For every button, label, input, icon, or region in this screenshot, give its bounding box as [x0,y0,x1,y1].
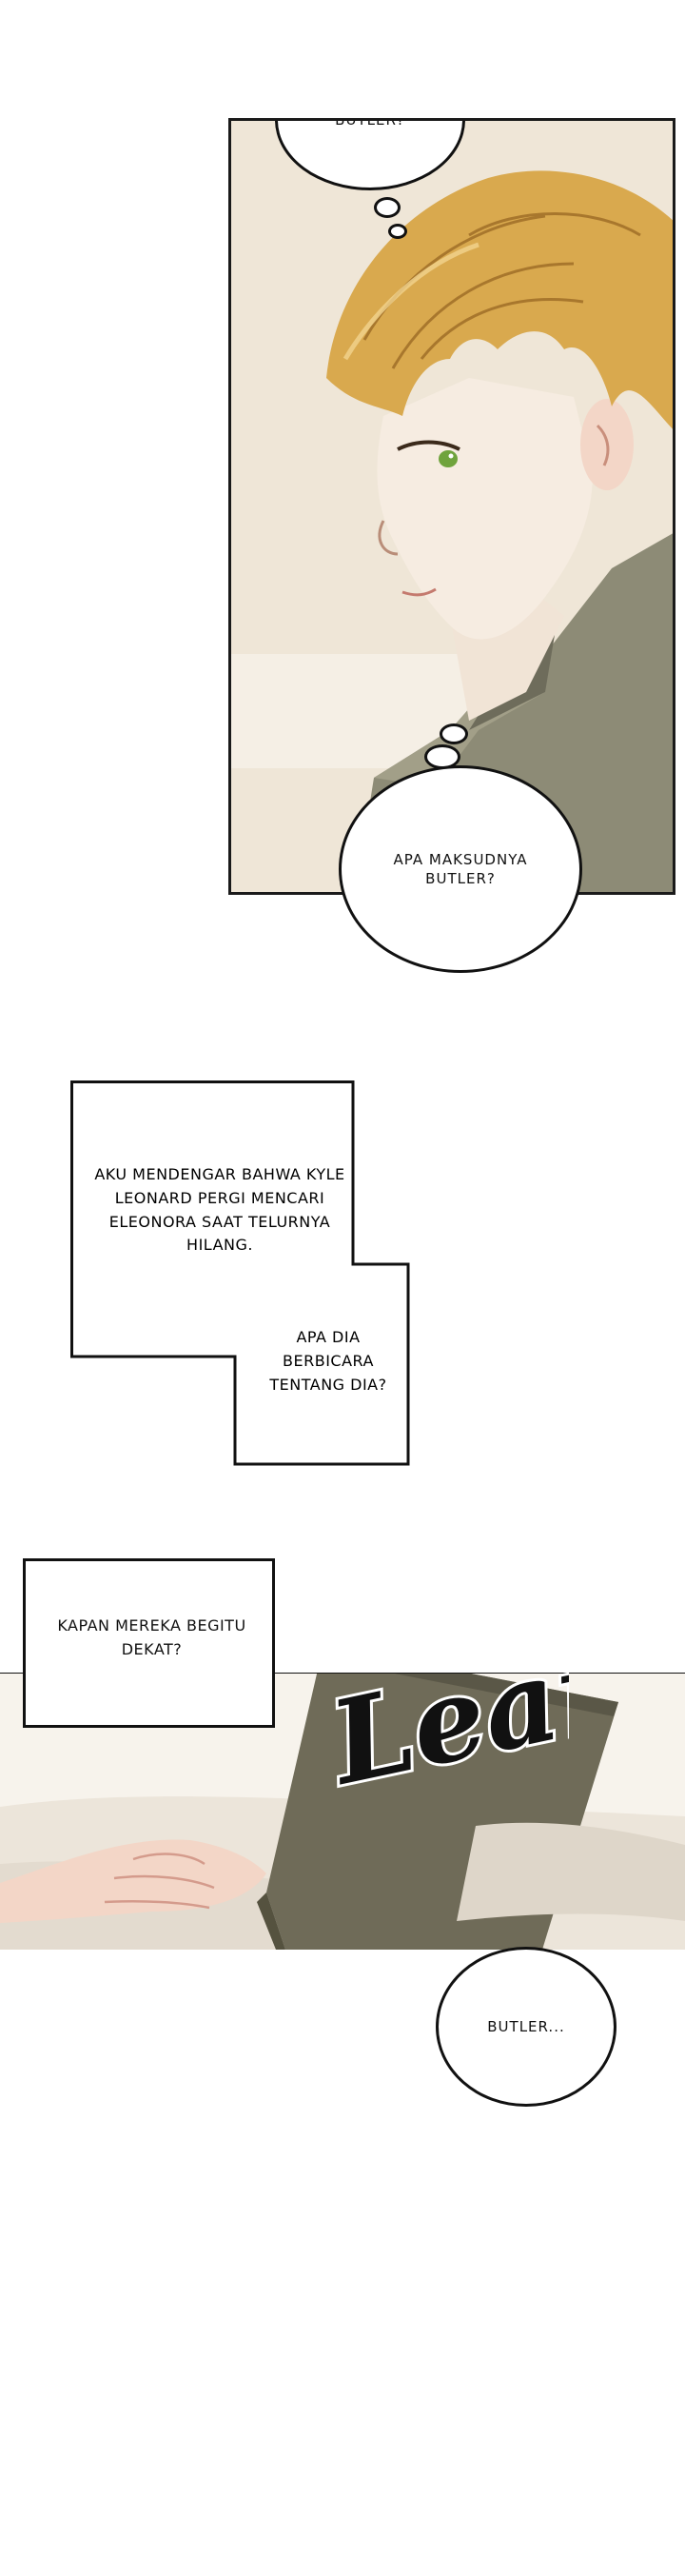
thought-dot-large [374,197,401,218]
narration-text-2: APA DIA BERBICARA TENTANG DIA? [269,1328,387,1394]
bubble-tail-dot-1 [440,723,468,744]
sfx-lean: Lean... [322,1618,569,1814]
sfx-lean-text: Lean... [322,1618,569,1812]
thought-bubble-text: BUTLER? [335,118,405,129]
speech-bubble-1-text: APA MAKSUDNYA BUTLER? [393,850,528,887]
narration-box-group [70,1080,410,1466]
panel-book-hand [0,1674,685,1950]
speech-bubble-2-text: BUTLER... [487,2017,565,2035]
narration-text-3: KAPAN MEREKA BEGITU DEKAT? [57,1616,246,1658]
thought-dot-small [388,224,407,239]
hand-book-illustration [0,1674,685,1950]
speech-bubble-1: APA MAKSUDNYA BUTLER? [339,765,582,973]
speech-bubble-2: BUTLER... [436,1947,616,2107]
narration-box-3: KAPAN MEREKA BEGITU DEKAT? [23,1558,275,1728]
narration-text-1: AKU MENDENGAR BAHWA KYLE LEONARD PERGI M… [94,1165,345,1255]
